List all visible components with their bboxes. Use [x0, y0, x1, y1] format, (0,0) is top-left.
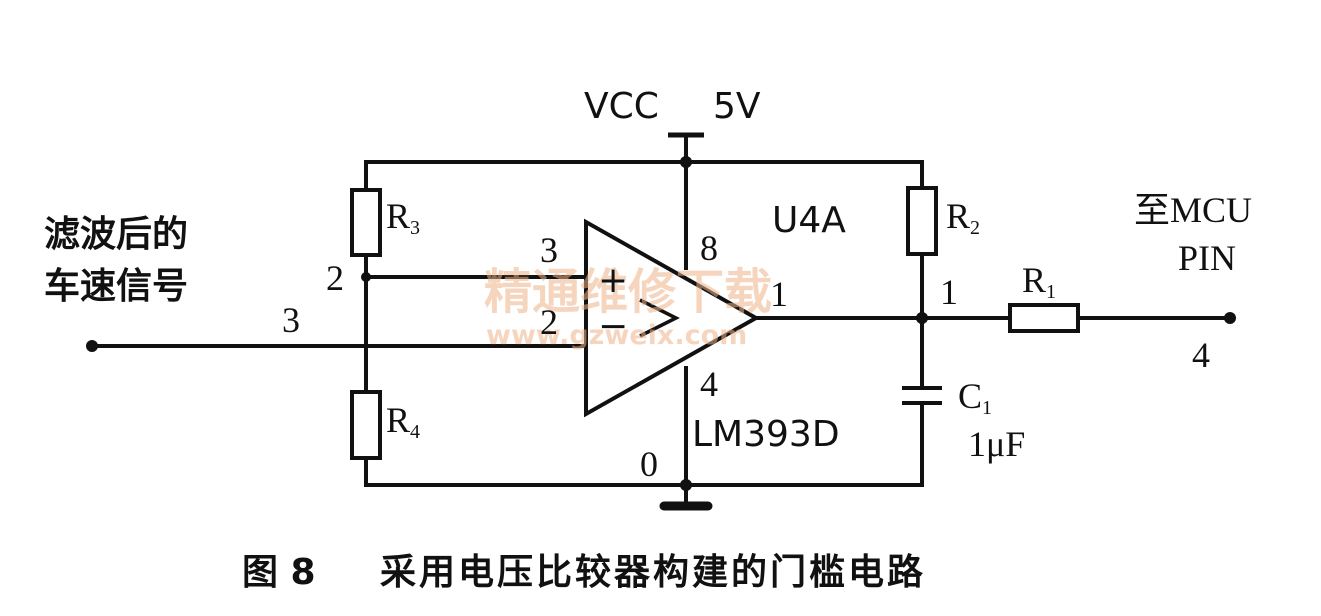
- input-terminal: [86, 340, 98, 352]
- junction-vcc: [680, 156, 692, 168]
- resistor-r4: [350, 390, 382, 460]
- input-label-line1: 滤波后的: [44, 214, 188, 255]
- pin-inv-label: 2: [540, 302, 558, 342]
- net-outpin-label: 4: [1192, 335, 1210, 375]
- junctions: [86, 156, 1236, 491]
- output-label-line1: 至MCU: [1134, 190, 1252, 230]
- minus-sign-label: −: [598, 306, 628, 347]
- caption-text: 采用电压比较器构建的门槛电路: [380, 552, 926, 593]
- c1-label: C1: [958, 376, 992, 419]
- pin-gnd-label: 4: [700, 364, 718, 404]
- input-label-line2: 车速信号: [44, 266, 188, 307]
- pin-noninv-label: 3: [540, 230, 558, 270]
- junction-ground: [680, 479, 692, 491]
- r2-label: R2: [946, 196, 980, 239]
- r4-label: R4: [386, 400, 420, 443]
- net-ground-label: 0: [640, 444, 658, 484]
- r1-label: R1: [1022, 260, 1056, 303]
- capacitor-c1: [902, 386, 942, 405]
- pin-vcc-label: 8: [700, 228, 718, 268]
- watermark-line2: www.gzweix.com: [486, 320, 747, 351]
- comparator-triangle: [584, 218, 761, 418]
- vcc-label: VCC: [584, 86, 659, 127]
- net-input-label: 3: [282, 300, 300, 340]
- comparator-glyph: [639, 298, 680, 338]
- resistor-r3: [350, 188, 382, 257]
- net-output-label: 1: [940, 272, 958, 312]
- comparator-part-label: LM393D: [692, 414, 840, 455]
- caption-figure-number: 图 8: [242, 552, 316, 593]
- plus-sign-label: +: [598, 260, 628, 301]
- net-vref-label: 2: [326, 258, 344, 298]
- resistor-r1: [1008, 303, 1080, 333]
- c1-value-label: 1μF: [968, 424, 1025, 464]
- watermark-line1: 精通维修下载: [484, 264, 772, 320]
- vcc-voltage-label: 5V: [713, 86, 761, 127]
- output-terminal: [1224, 312, 1236, 324]
- comparator-ref-label: U4A: [772, 200, 846, 241]
- junction-vref: [361, 272, 371, 282]
- pin-out-label: 1: [770, 274, 788, 314]
- r3-label: R3: [386, 196, 420, 239]
- output-label-line2: PIN: [1178, 238, 1236, 278]
- junction-output: [916, 312, 928, 324]
- resistor-r2: [906, 186, 938, 256]
